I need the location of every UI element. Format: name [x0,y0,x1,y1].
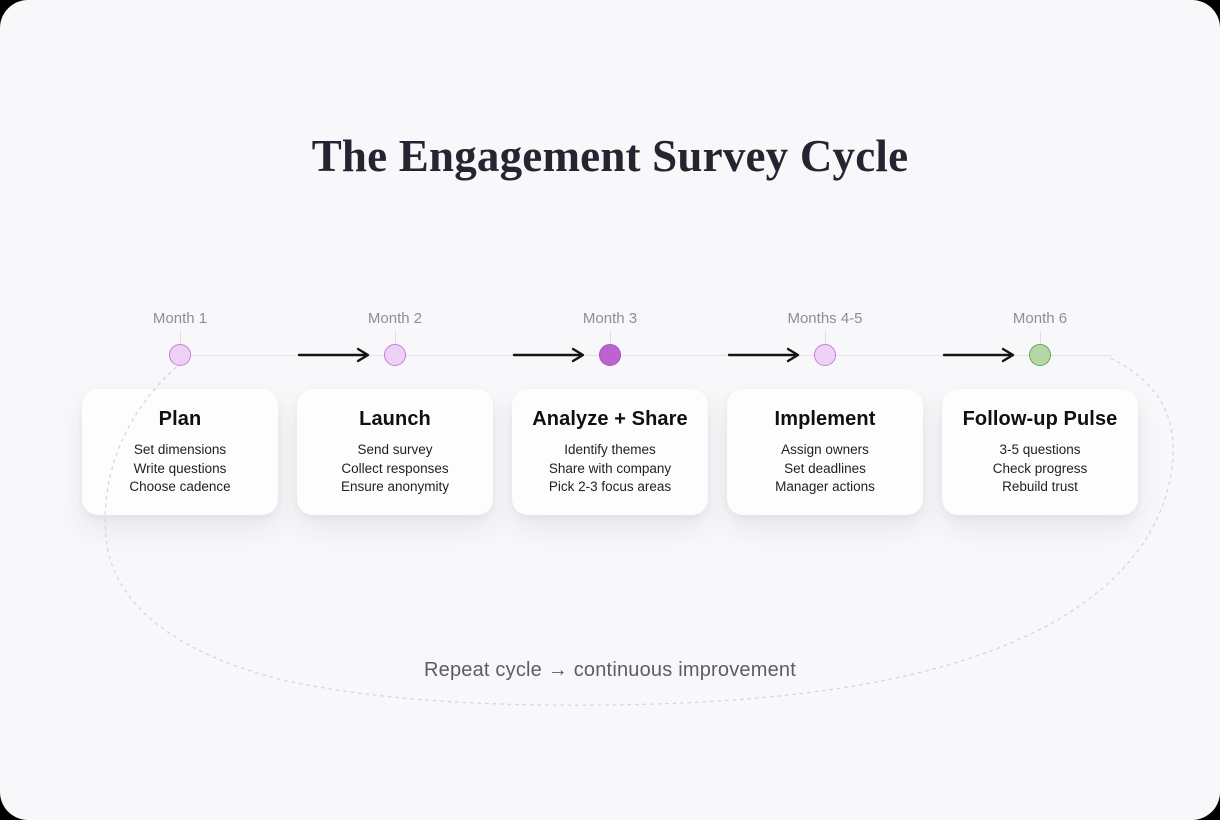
month-label: Month 2 [367,310,423,327]
card-item: Collect responses [341,460,449,476]
timeline-dot [1029,344,1051,366]
card-item: Send survey [357,442,433,457]
stage-implement: Months 4-5 Implement Assign owners Set d… [727,300,923,520]
card-items: Identify themes Share with company Pick … [512,441,708,497]
card-item: Pick 2-3 focus areas [548,479,672,494]
timeline-tick [394,331,396,344]
month-label: Month 3 [582,310,638,327]
card-item: Assign owners [781,442,869,457]
timeline-tick [609,331,611,344]
timeline-axis [180,355,1112,356]
month-label: Month 6 [1012,310,1068,327]
stage-card: Launch Send survey Collect responses Ens… [297,389,493,515]
stage-plan: Month 1 Plan Set dimensions Write questi… [82,300,278,520]
timeline-dot [169,344,191,366]
card-item: Rebuild trust [1002,479,1078,494]
card-item: Manager actions [775,479,875,494]
stage-card: Implement Assign owners Set deadlines Ma… [727,389,923,515]
card-title: Follow-up Pulse [962,408,1118,430]
stage-follow-up-pulse: Month 6 Follow-up Pulse 3-5 questions Ch… [942,300,1138,520]
timeline-tick [1039,331,1041,344]
stage-card: Analyze + Share Identify themes Share wi… [512,389,708,515]
repeat-cycle-caption: Repeat cycle → continuous improvement [423,659,797,681]
card-title: Launch [359,408,431,430]
card-item: Share with company [548,460,672,476]
card-items: Send survey Collect responses Ensure ano… [297,441,493,497]
card-item: Check progress [992,460,1088,476]
card-item: Write questions [133,460,227,476]
card-item: Choose cadence [129,479,231,494]
card-items: Assign owners Set deadlines Manager acti… [727,441,923,497]
card-item: Set dimensions [133,442,227,457]
stage-launch: Month 2 Launch Send survey Collect respo… [297,300,493,520]
month-label: Month 1 [152,310,208,327]
page-title: The Engagement Survey Cycle [311,131,909,181]
stage-card: Follow-up Pulse 3-5 questions Check prog… [942,389,1138,515]
month-label: Months 4-5 [787,310,863,327]
timeline-dot [814,344,836,366]
card-items: 3-5 questions Check progress Rebuild tru… [942,441,1138,497]
stage-analyze-share: Month 3 Analyze + Share Identify themes … [512,300,708,520]
card-item: Set deadlines [784,460,866,476]
card-title: Plan [158,408,202,430]
stage-card: Plan Set dimensions Write questions Choo… [82,389,278,515]
card-item: 3-5 questions [999,442,1081,457]
card-item: Identify themes [564,442,656,457]
timeline-tick [824,331,826,344]
card-title: Analyze + Share [532,408,688,430]
card-item: Ensure anonymity [340,479,450,494]
card-items: Set dimensions Write questions Choose ca… [82,441,278,497]
timeline-tick [179,331,181,344]
timeline-dot [384,344,406,366]
timeline-dot [599,344,621,366]
card-title: Implement [774,408,876,430]
